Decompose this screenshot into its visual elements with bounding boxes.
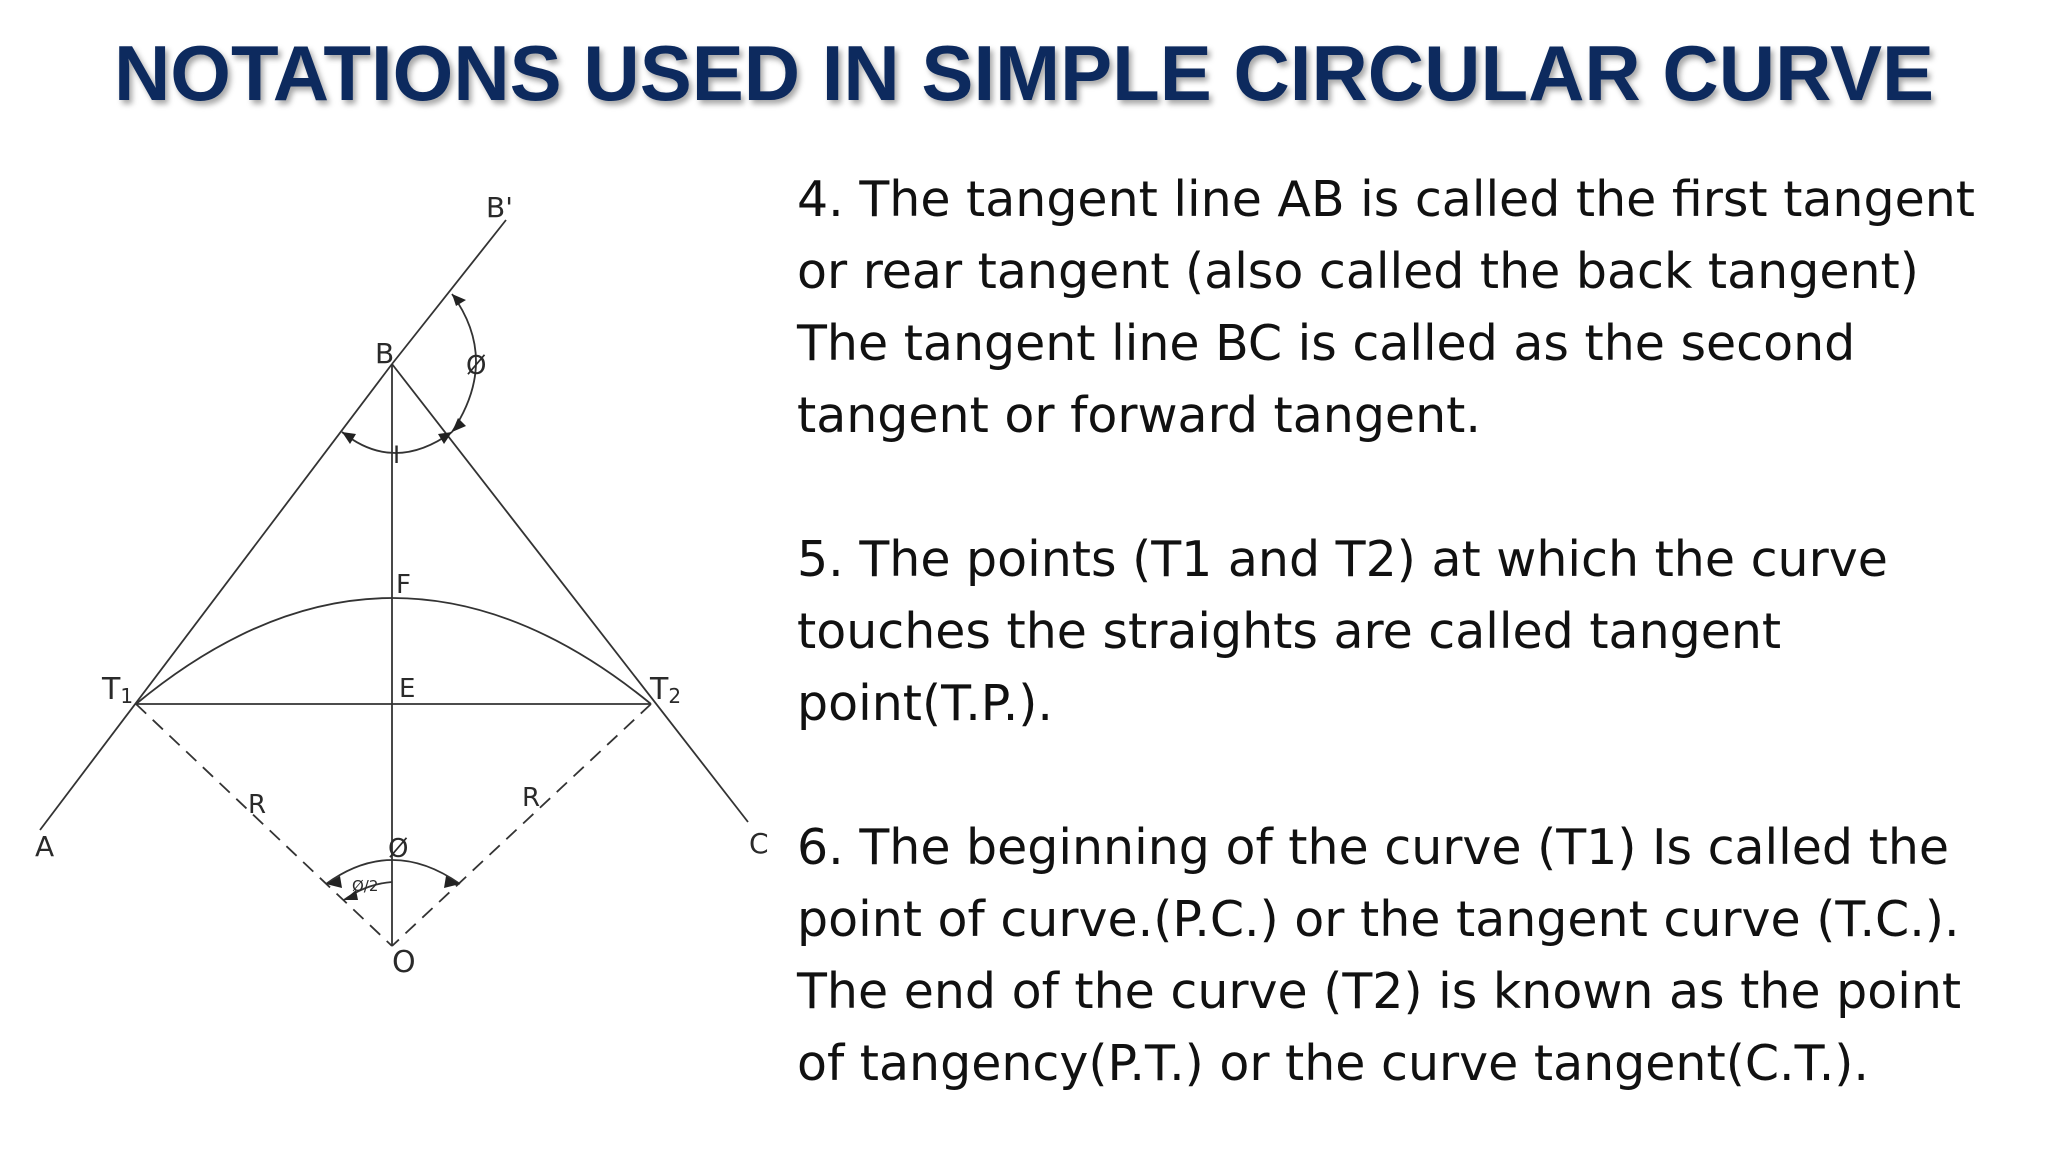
label-c: C bbox=[749, 827, 769, 860]
text-line: 4. The tangent line AB is called the fir… bbox=[797, 171, 1976, 228]
label-b: B bbox=[375, 337, 394, 370]
label-radius-right: R bbox=[522, 783, 540, 813]
radius-right-line bbox=[391, 703, 652, 947]
text-line: or rear tangent (also called the back ta… bbox=[797, 243, 1919, 300]
text-line: of tangency(P.T.) or the curve tangent(C… bbox=[797, 1035, 1869, 1092]
circular-curve-arc bbox=[135, 597, 652, 705]
label-intersection-angle: I bbox=[393, 441, 400, 469]
text-line: point of curve.(P.C.) or the tangent cur… bbox=[797, 891, 1960, 948]
text-line: 6. The beginning of the curve (T1) Is ca… bbox=[797, 819, 1950, 876]
label-t2: T2 bbox=[649, 672, 681, 708]
text-line: The tangent line BC is called as the sec… bbox=[797, 315, 1856, 372]
label-f: F bbox=[396, 570, 411, 600]
label-e: E bbox=[399, 674, 415, 704]
text-line: 5. The points (T1 and T2) at which the c… bbox=[797, 531, 1888, 588]
arrowhead-icon bbox=[444, 876, 460, 888]
arrowhead-icon bbox=[326, 876, 342, 888]
intersection-angle-arc bbox=[341, 431, 453, 454]
text-line: touches the straights are called tangent bbox=[797, 603, 1782, 660]
arrowhead-icon bbox=[452, 294, 466, 306]
arrowhead-icon bbox=[438, 432, 452, 444]
circular-curve-diagram: B' B Ø I F T1 T2 E R R A C Ø Ø/2 O bbox=[35, 191, 769, 980]
label-radius-left: R bbox=[248, 790, 266, 820]
radius-left-line bbox=[135, 703, 393, 947]
label-t1: T1 bbox=[101, 672, 133, 708]
text-line: The end of the curve (T2) is known as th… bbox=[797, 963, 1962, 1020]
slide-title: NOTATIONS USED IN SIMPLE CIRCULAR CURVE bbox=[113, 29, 1935, 117]
paragraph-6: 6. The beginning of the curve (T1) Is ca… bbox=[797, 812, 2017, 1100]
label-half-angle: Ø/2 bbox=[352, 877, 378, 895]
paragraph-5: 5. The points (T1 and T2) at which the c… bbox=[797, 524, 2017, 740]
arrowhead-icon bbox=[452, 418, 466, 432]
label-deflection-angle: Ø bbox=[466, 351, 486, 381]
tangent-extension-line bbox=[391, 219, 507, 365]
label-a: A bbox=[35, 830, 54, 863]
central-angle-arc bbox=[325, 859, 461, 885]
arrowhead-icon bbox=[344, 890, 358, 900]
label-o: O bbox=[392, 945, 416, 980]
text-line: point(T.P.). bbox=[797, 675, 1053, 732]
label-central-angle: Ø bbox=[388, 834, 408, 864]
paragraph-4: 4. The tangent line AB is called the fir… bbox=[797, 164, 2017, 452]
deflection-angle-arc bbox=[451, 293, 477, 433]
text-line: tangent or forward tangent. bbox=[797, 387, 1481, 444]
notes-text: 4. The tangent line AB is called the fir… bbox=[797, 164, 2017, 1100]
label-b-prime: B' bbox=[486, 191, 513, 224]
forward-tangent-line bbox=[391, 363, 749, 823]
arrowhead-icon bbox=[342, 432, 356, 444]
back-tangent-line bbox=[39, 363, 393, 831]
